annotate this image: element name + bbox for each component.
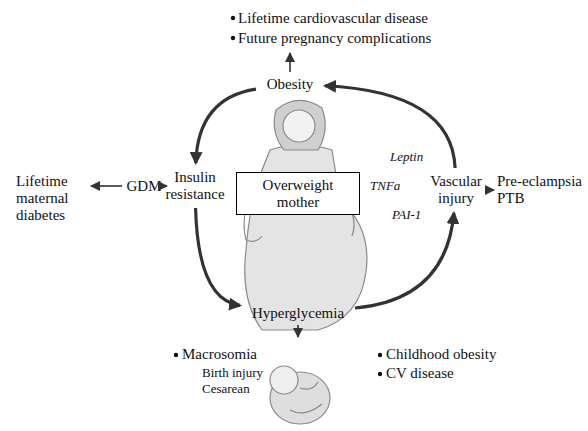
mother-figure bbox=[244, 100, 367, 330]
cycle-step: Obesity bbox=[258, 74, 322, 94]
outcome-item: GDM bbox=[124, 176, 164, 196]
outcome-arrow bbox=[91, 185, 122, 187]
node-text: Pre-eclampsia PTB bbox=[497, 173, 587, 207]
cycle-step: Insulin resistance bbox=[163, 166, 227, 206]
node-text: GDM bbox=[126, 178, 161, 195]
outcome-arrow bbox=[486, 189, 494, 191]
node-text: Future pregnancy complications bbox=[238, 28, 440, 48]
node-text: Overweight mother bbox=[253, 177, 343, 211]
node-text: Obesity bbox=[267, 76, 314, 93]
baby-figure bbox=[270, 366, 330, 424]
node-text: CV disease bbox=[386, 365, 454, 382]
mediator-label: TNFa bbox=[370, 178, 400, 194]
title-box: Overweight mother bbox=[236, 172, 360, 215]
node-text: Vascular injury bbox=[428, 173, 484, 207]
node-text: Insulin resistance bbox=[163, 169, 227, 203]
mediator-label: Leptin bbox=[390, 149, 423, 165]
outcome-list: Lifetime cardiovascular diseaseFuture pr… bbox=[225, 6, 440, 50]
outcome-item: Pre-eclampsia PTB bbox=[497, 170, 587, 210]
cycle-step: Vascular injury bbox=[428, 170, 484, 210]
outcome-item: Lifetime maternal diabetes bbox=[16, 170, 88, 226]
outcome-arrow bbox=[289, 53, 291, 72]
outcome-group: MacrosomiaBirth injuryCesarean Childhood … bbox=[130, 340, 500, 428]
node-text: Macrosomia bbox=[182, 346, 257, 363]
mediator-label: PAI-1 bbox=[392, 207, 421, 223]
node-text: Childhood obesity bbox=[386, 346, 496, 363]
node-text: Lifetime cardiovascular disease bbox=[238, 8, 440, 28]
cycle-arrow bbox=[196, 208, 240, 305]
node-text: Cesarean bbox=[202, 380, 250, 397]
node-text: Birth injury bbox=[202, 364, 263, 381]
cycle-arrow bbox=[196, 89, 256, 163]
node-text: Lifetime maternal diabetes bbox=[16, 173, 88, 224]
cycle-step: Hyperglycemia bbox=[243, 303, 353, 323]
cycle-arrow bbox=[355, 213, 454, 308]
node-text: Hyperglycemia bbox=[252, 305, 344, 322]
cycle-arrow bbox=[325, 86, 455, 168]
outcome-arrow bbox=[297, 325, 299, 337]
